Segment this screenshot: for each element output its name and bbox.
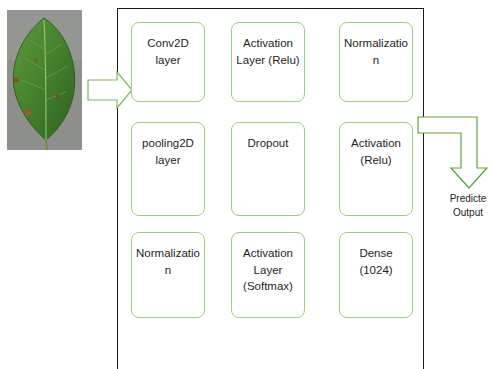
layer-name: Conv2D layer: [136, 35, 200, 68]
layer-box: pooling2D layer: [131, 122, 205, 216]
layer-box: Normalizatio n: [339, 22, 413, 102]
layer-name: Activation Layer (Softmax): [236, 245, 300, 295]
leaf-spot: [34, 58, 37, 61]
leaf-vein: [44, 20, 46, 146]
layer-name: Activation (Relu): [344, 135, 408, 168]
layer-box: Activation Layer (Relu): [231, 22, 305, 102]
layer-box: Activation Layer (Softmax): [231, 232, 305, 318]
leaf-spot: [25, 109, 31, 115]
photo-background: [7, 10, 82, 150]
layer-box: Normalizatio n: [131, 232, 205, 318]
leaf-spot: [14, 78, 19, 83]
layer-name: Dropout: [248, 135, 289, 152]
leaf-blade: [13, 18, 74, 140]
leaf-stem: [46, 140, 47, 150]
leaf-spot: [56, 94, 60, 98]
layer-name: Normalizatio n: [344, 35, 408, 68]
input-arrow: [88, 72, 132, 108]
layer-name: Activation Layer (Relu): [236, 35, 300, 68]
layer-name: Normalizatio n: [136, 245, 200, 278]
model-frame: [118, 9, 424, 369]
output-label: Predicte Output: [446, 192, 490, 220]
layer-box: Activation (Relu): [339, 122, 413, 216]
layer-name: Dense (1024): [344, 245, 408, 278]
layer-box: Dropout: [231, 122, 305, 216]
layer-box: Dense (1024): [339, 232, 413, 318]
output-arrow: [418, 117, 487, 188]
layer-name: pooling2D layer: [136, 135, 200, 168]
layer-box: Conv2D layer: [131, 22, 205, 102]
leaf-veins: [22, 40, 68, 100]
